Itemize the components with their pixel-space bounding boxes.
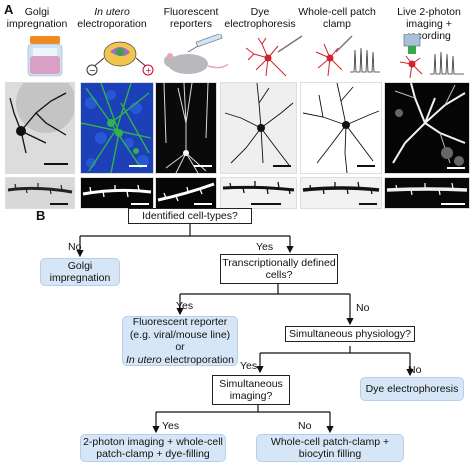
edge-label-yes-2: Yes <box>176 300 194 312</box>
col-title-in-utero-italic: In utero <box>94 6 130 18</box>
edge-label-yes-1: Yes <box>256 241 274 253</box>
col-title-dye: Dye electrophoresis <box>224 6 296 30</box>
col-title-in-utero-rest: electroporation <box>77 18 147 30</box>
panel-b-label: B <box>36 208 46 223</box>
neuron-pipette-icon <box>245 35 303 77</box>
fluor-line-4-italic: In utero <box>126 353 162 366</box>
fluor-line-2: (e.g. viral/mouse line) <box>129 328 231 341</box>
whole-cell-dendrite-strip <box>300 177 382 209</box>
node-fluorescent-reporter: Fluorescent reporter (e.g. viral/mouse l… <box>122 316 238 366</box>
in-utero-micrograph <box>80 82 154 174</box>
neuron-patch-trace-icon <box>315 35 380 77</box>
two-photon-micrograph <box>384 82 470 174</box>
node-simultaneous-physiology: Simultaneous physiology? <box>285 326 415 342</box>
edge-label-no-2: No <box>356 302 370 314</box>
edge-label-no-3: No <box>408 364 422 376</box>
edge-label-yes-4: Yes <box>162 420 180 432</box>
fluor-line-4: In utero electroporation <box>126 354 234 367</box>
node-identified-cell-types: Identified cell-types? <box>128 208 252 224</box>
golgi-micrograph <box>5 82 75 174</box>
jar-icon <box>27 36 63 77</box>
node-dye-electrophoresis: Dye electrophoresis <box>360 377 464 401</box>
mouse-syringe-icon <box>164 34 229 74</box>
node-two-photon-patch-dye: 2-photon imaging + whole-cell patch-clam… <box>80 434 226 462</box>
golgi-dendrite-strip <box>5 177 75 209</box>
in-utero-dendrite-strip <box>80 177 154 209</box>
col-title-golgi: Golgi impregnation <box>6 6 68 30</box>
whole-cell-micrograph <box>300 82 382 174</box>
edge-label-yes-3: Yes <box>240 360 258 372</box>
svg-text:−: − <box>89 66 96 75</box>
svg-text:+: + <box>145 66 152 75</box>
fluor-line-4-rest: electroporation <box>164 353 234 366</box>
col-title-fluorescent: Fluorescent reporters <box>163 6 219 30</box>
node-transcriptionally-defined: Transcriptionally defined cells? <box>220 254 338 284</box>
fluorescent-reporter-micrograph <box>155 82 217 174</box>
edge-label-no-1: No <box>68 241 82 253</box>
panel-a-label: A <box>4 2 14 17</box>
microscope-neuron-trace-icon <box>399 34 464 78</box>
dye-dendrite-strip <box>220 177 297 209</box>
node-golgi-impregnation: Golgi impregnation <box>40 258 120 286</box>
node-whole-cell-biocytin: Whole-cell patch-clamp + biocytin fillin… <box>256 434 404 462</box>
embryo-electroporation-icon: − + <box>86 41 154 76</box>
col-title-whole-cell: Whole-cell patch clamp <box>298 6 376 30</box>
two-photon-dendrite-strip <box>384 177 470 209</box>
fluor-line-1: Fluorescent reporter <box>132 316 228 328</box>
fluor-line-3: or <box>175 341 185 353</box>
col-title-in-utero: In utero electroporation <box>73 6 151 30</box>
edge-label-no-4: No <box>298 420 312 432</box>
dye-micrograph <box>220 82 297 174</box>
node-simultaneous-imaging: Simultaneous imaging? <box>212 375 290 405</box>
